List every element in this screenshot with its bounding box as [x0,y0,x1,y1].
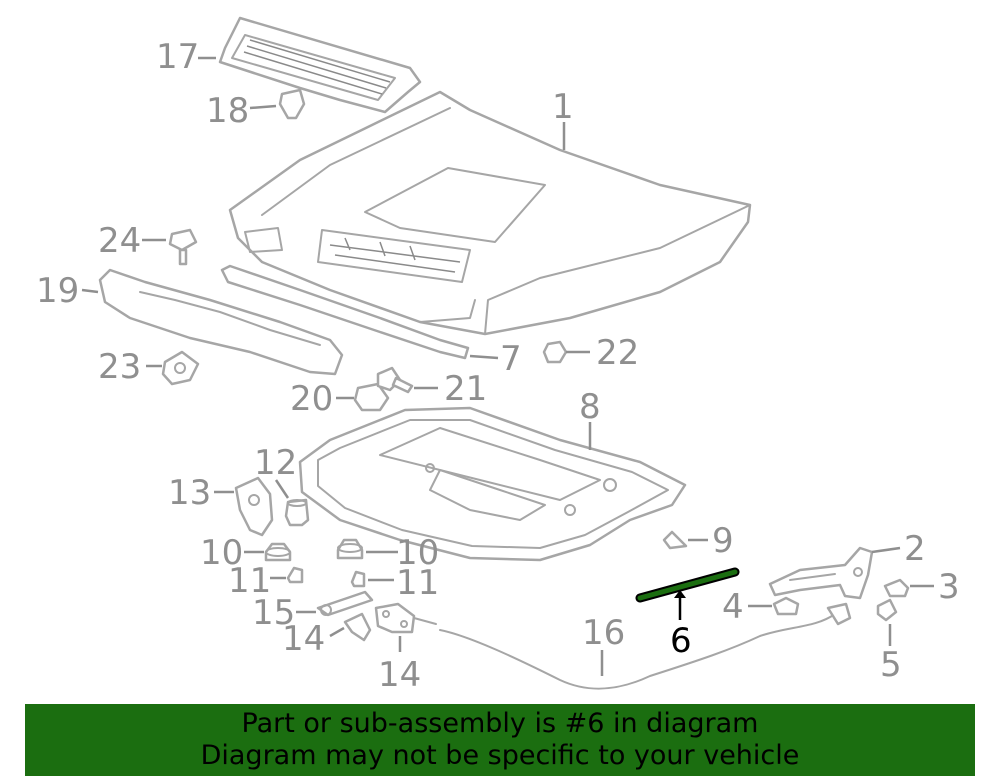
callout-8: 8 [579,387,601,427]
callout-5: 5 [880,645,902,685]
callout-9: 9 [712,521,734,561]
part-21-bolt[interactable] [376,366,414,394]
callout-15: 15 [252,593,295,633]
part-9-pin[interactable] [662,530,688,550]
part-8-liner[interactable] [298,406,687,562]
part-15-handle[interactable] [316,590,374,617]
part-10-bumper-left[interactable] [264,542,292,562]
callout-24: 24 [98,221,141,261]
leader-arrow-6 [674,590,686,598]
part-18-clip[interactable] [278,88,306,120]
leader-lines [81,56,934,676]
banner-line-2: Diagram may not be specific to your vehi… [200,740,800,771]
info-banner: Part or sub-assembly is #6 in diagram Di… [25,704,975,776]
part-16-cable[interactable] [439,602,852,690]
part-23-nut[interactable] [161,350,200,386]
parts-diagram: 1 17 18 24 19 23 7 22 20 21 8 13 12 10 1… [36,16,960,695]
callout-13: 13 [168,473,211,513]
callout-12: 12 [254,443,297,483]
part-14-bracket-left[interactable] [343,612,372,642]
callout-17: 17 [156,37,199,77]
callout-10-left: 10 [200,533,243,573]
callout-3: 3 [938,567,960,607]
callout-10-center: 10 [396,533,439,573]
part-19-deflector[interactable] [98,268,344,376]
callout-1: 1 [552,87,574,127]
callout-20: 20 [290,379,333,419]
callout-14-right: 14 [378,655,421,695]
part-13-bracket[interactable] [234,476,274,537]
callout-14-left: 14 [282,619,325,659]
part-24-bolt[interactable] [168,228,198,266]
callout-19: 19 [36,271,79,311]
part-12-bumper[interactable] [284,498,310,527]
callout-11-left: 11 [228,561,271,601]
callout-23: 23 [98,347,141,387]
part-3-bolt[interactable] [883,578,910,598]
part-6-lift-support[interactable] [635,567,740,603]
callout-4: 4 [722,587,744,627]
callout-18: 18 [206,91,249,131]
callout-21: 21 [444,369,487,409]
part-11-cap-center[interactable] [350,570,366,588]
part-5-nut[interactable] [876,598,898,622]
part-4-nut[interactable] [772,596,800,616]
part-2-hinge[interactable] [768,546,874,600]
part-17-grille[interactable] [218,16,422,114]
part-11-cap-left[interactable] [286,566,304,584]
callout-7: 7 [500,339,522,379]
part-1-hood[interactable] [228,90,752,336]
part-14-latch[interactable] [374,602,437,634]
part-22-nut[interactable] [542,340,568,364]
callout-16: 16 [582,613,625,653]
callout-22: 22 [596,333,639,373]
callout-2: 2 [904,529,926,569]
banner-line-1: Part or sub-assembly is #6 in diagram [241,708,759,739]
callout-6: 6 [670,621,692,661]
part-7-seal[interactable] [220,264,470,360]
part-10-bumper-center[interactable] [336,538,364,560]
callout-11-center: 11 [396,563,439,603]
